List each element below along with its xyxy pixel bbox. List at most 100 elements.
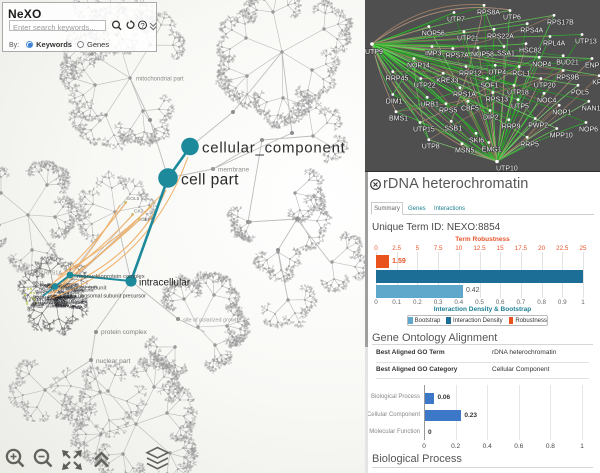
svg-text:GOL5: GOL5: [127, 196, 140, 202]
svg-text:NOP6: NOP6: [579, 127, 598, 134]
svg-text:ribonucleoprotein complex: ribonucleoprotein complex: [77, 274, 145, 280]
svg-text:nuclear part: nuclear part: [96, 358, 131, 365]
svg-text:RPS1A: RPS1A: [453, 92, 476, 99]
svg-text:UTP20: UTP20: [534, 83, 556, 90]
svg-text:NOP58: NOP58: [471, 52, 494, 59]
svg-text:90S preribosome: 90S preribosome: [46, 285, 73, 289]
svg-text:SOF1: SOF1: [480, 83, 498, 90]
svg-text:RPL20A: RPL20A: [63, 295, 77, 299]
svg-text:RPS11A: RPS11A: [32, 302, 46, 306]
svg-text:preribosome: preribosome: [46, 304, 66, 308]
svg-text:RRP9: RRP9: [502, 124, 521, 131]
svg-text:RRP5: RRP5: [520, 141, 539, 148]
svg-text:BMS1: BMS1: [389, 116, 408, 123]
svg-text:ribosome: ribosome: [35, 290, 50, 294]
svg-text:small subunit: small subunit: [45, 301, 66, 305]
svg-text:RPL17A: RPL17A: [63, 294, 77, 298]
svg-text:NOP1: NOP1: [552, 109, 571, 116]
svg-text:RPL17A: RPL17A: [56, 305, 70, 309]
svg-text:RPS9B: RPS9B: [67, 283, 79, 287]
svg-text:MSN5: MSN5: [455, 148, 475, 155]
svg-text:RPL32: RPL32: [70, 305, 81, 309]
svg-text:IMP3: IMP3: [425, 51, 441, 58]
svg-text:RPL17A: RPL17A: [54, 297, 68, 301]
svg-text:PWP2: PWP2: [528, 123, 548, 130]
svg-text:MPP10: MPP10: [550, 133, 573, 140]
svg-text:RPS16B: RPS16B: [55, 304, 69, 308]
svg-text:RPL4A: RPL4A: [543, 41, 566, 48]
svg-text:KRR1: KRR1: [592, 80, 600, 87]
svg-text:ENP1: ENP1: [585, 63, 600, 70]
svg-text:intracellular: intracellular: [139, 278, 191, 289]
svg-text:RPL5: RPL5: [32, 298, 41, 302]
svg-text:POL5: POL5: [571, 89, 589, 96]
svg-text:RPS5: RPS5: [439, 108, 457, 115]
svg-text:UTP5: UTP5: [511, 104, 529, 111]
svg-text:RPS4B: RPS4B: [60, 296, 72, 300]
svg-text:RPL5: RPL5: [36, 292, 45, 296]
svg-text:RPS13: RPS13: [64, 297, 75, 301]
svg-text:UTP22: UTP22: [414, 83, 436, 90]
svg-text:RRP45: RRP45: [386, 76, 409, 83]
svg-text:RPL13: RPL13: [53, 289, 64, 293]
svg-text:RPL6A: RPL6A: [47, 298, 59, 302]
svg-text:RRP12: RRP12: [459, 71, 482, 78]
svg-text:RPL6A: RPL6A: [37, 298, 49, 302]
svg-text:preribosome: preribosome: [40, 283, 60, 287]
svg-text:RPS6A: RPS6A: [66, 287, 78, 291]
svg-text:mitochondrial part: mitochondrial part: [136, 77, 184, 83]
svg-text:site of polarized growth: site of polarized growth: [183, 318, 240, 324]
svg-text:RPS25A: RPS25A: [65, 291, 79, 295]
svg-text:DIP2: DIP2: [483, 115, 499, 122]
svg-text:NOP4: NOP4: [532, 61, 551, 68]
svg-text:cytosolic ribosome: cytosolic ribosome: [52, 296, 82, 300]
svg-text:RCL1: RCL1: [512, 71, 530, 78]
svg-text:SKI6: SKI6: [469, 137, 484, 144]
svg-text:UTP7: UTP7: [447, 17, 465, 24]
svg-text:RPS17B: RPS17B: [547, 19, 574, 26]
svg-text:RPS16B: RPS16B: [52, 304, 66, 308]
svg-text:RPL20A: RPL20A: [39, 287, 53, 291]
svg-text:NOC4: NOC4: [537, 97, 557, 104]
svg-text:EMG1: EMG1: [482, 147, 502, 154]
svg-text:RPS25A: RPS25A: [69, 306, 83, 310]
svg-text:RPL6A: RPL6A: [54, 299, 66, 303]
svg-text:UTP13: UTP13: [575, 39, 597, 46]
svg-text:RPL7B: RPL7B: [33, 295, 45, 299]
svg-text:ribosomal subunit precursor: ribosomal subunit precursor: [78, 294, 146, 300]
svg-text:CK2: CK2: [134, 209, 144, 215]
svg-text:RPL26B: RPL26B: [51, 295, 65, 299]
svg-text:KRE33: KRE33: [436, 77, 458, 84]
svg-text:cellular_component: cellular_component: [202, 140, 346, 157]
svg-text:membrane: membrane: [218, 167, 249, 174]
svg-text:cytosolic ribosome: cytosolic ribosome: [48, 295, 78, 299]
svg-text:UTP21: UTP21: [457, 36, 479, 43]
svg-text:RPS4A: RPS4A: [520, 28, 543, 35]
svg-text:RPS17A: RPS17A: [55, 303, 69, 307]
svg-text:cytosolic ribosome: cytosolic ribosome: [54, 301, 84, 305]
svg-text:preribosome: preribosome: [33, 283, 53, 287]
svg-text:RPL5: RPL5: [67, 294, 76, 298]
svg-text:RPL20A: RPL20A: [70, 288, 84, 292]
svg-text:RPL28: RPL28: [56, 303, 67, 307]
svg-text:RPS6A: RPS6A: [31, 305, 43, 309]
svg-text:NOP14: NOP14: [407, 63, 430, 70]
svg-text:DIM1: DIM1: [386, 99, 403, 106]
svg-text:RPS16B: RPS16B: [48, 297, 62, 301]
svg-text:cell part: cell part: [181, 172, 239, 189]
svg-text:URB1: URB1: [420, 101, 439, 108]
svg-text:90S preribosome: 90S preribosome: [66, 289, 93, 293]
svg-text:RPS13: RPS13: [486, 97, 508, 104]
svg-text:HSC82: HSC82: [519, 48, 542, 55]
svg-text:small subunit: small subunit: [76, 285, 97, 289]
svg-text:ribosome: ribosome: [53, 296, 68, 300]
svg-text:RPL17A: RPL17A: [31, 303, 45, 307]
svg-text:UTP18: UTP18: [507, 89, 529, 96]
svg-text:SSB1: SSB1: [444, 125, 462, 132]
svg-text:RPL32: RPL32: [57, 297, 68, 301]
svg-text:?: ?: [141, 21, 145, 30]
svg-text:UTP10: UTP10: [496, 166, 518, 173]
svg-text:UTP6: UTP6: [503, 15, 521, 22]
svg-text:RPS7A: RPS7A: [446, 53, 469, 60]
svg-text:BUD21: BUD21: [556, 60, 579, 67]
